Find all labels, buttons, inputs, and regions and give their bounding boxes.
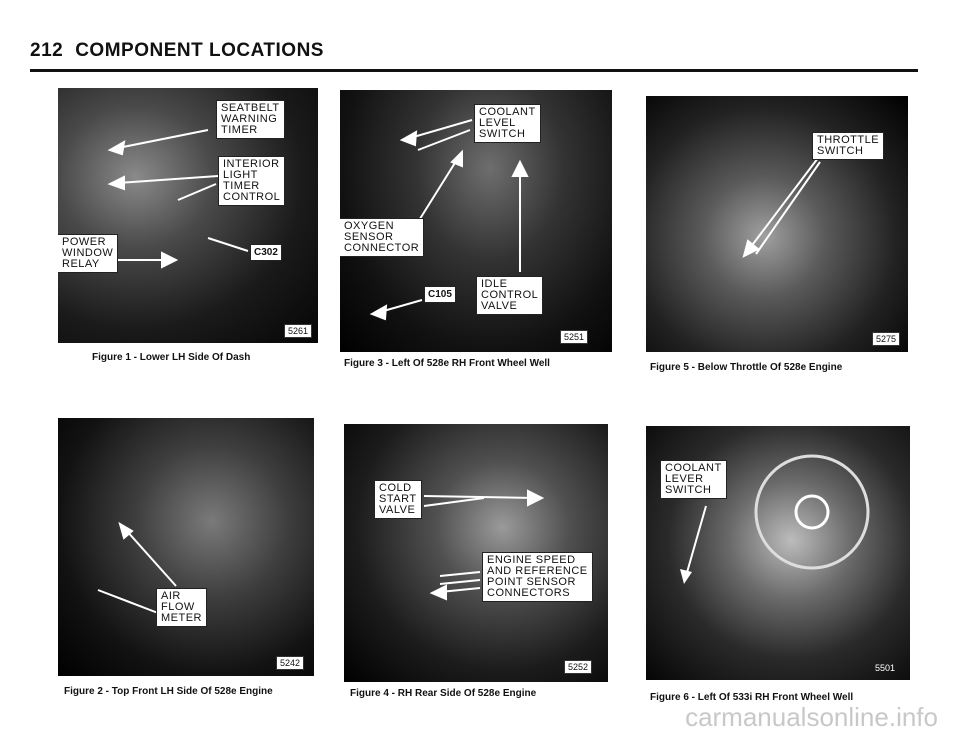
photo-number: 5261 bbox=[284, 324, 313, 338]
page-title: COMPONENT LOCATIONS bbox=[75, 40, 324, 61]
label-coolant-level-switch: COOLANT LEVEL SWITCH bbox=[474, 104, 541, 143]
figure-3-arrows bbox=[369, 119, 529, 321]
figure-1-arrows bbox=[107, 129, 249, 269]
figure-3-photo: COOLANT LEVEL SWITCH OXYGEN SENSOR CONNE… bbox=[340, 90, 612, 352]
figure-2-photo: AIR FLOW METER 5242 bbox=[58, 418, 314, 676]
label-interior-light-timer-control: INTERIOR LIGHT TIMER CONTROL bbox=[218, 156, 286, 206]
connector-c105: C105 bbox=[424, 286, 456, 303]
page-header: 212 COMPONENT LOCATIONS bbox=[30, 40, 324, 62]
photo-number: 5242 bbox=[276, 656, 305, 670]
figure-6-photo: COOLANT LEVER SWITCH 5501 bbox=[646, 426, 910, 680]
label-throttle-switch: THROTTLE SWITCH bbox=[812, 132, 885, 160]
label-seatbelt-warning-timer: SEATBELT WARNING TIMER bbox=[216, 100, 285, 139]
label-oxygen-sensor-connector: OXYGEN SENSOR CONNECTOR bbox=[340, 218, 425, 257]
figure-5-caption: Figure 5 - Below Throttle Of 528e Engine bbox=[650, 362, 843, 373]
figure-1-caption: Figure 1 - Lower LH Side Of Dash bbox=[92, 352, 251, 363]
connector-c302: C302 bbox=[250, 244, 282, 261]
figure-1-photo: SEATBELT WARNING TIMER INTERIOR LIGHT TI… bbox=[58, 88, 318, 343]
figure-5-arrows bbox=[742, 157, 821, 258]
figure-2-arrows bbox=[97, 521, 177, 614]
figure-4-caption: Figure 4 - RH Rear Side Of 528e Engine bbox=[350, 688, 537, 699]
figure-2-caption: Figure 2 - Top Front LH Side Of 528e Eng… bbox=[64, 686, 273, 697]
photo-number: 5275 bbox=[872, 332, 901, 346]
label-idle-control-valve: IDLE CONTROL VALVE bbox=[476, 276, 544, 315]
label-cold-start-valve: COLD START VALVE bbox=[374, 480, 422, 519]
label-coolant-lever-switch: COOLANT LEVER SWITCH bbox=[660, 460, 727, 499]
label-power-window-relay: POWER WINDOW RELAY bbox=[58, 234, 119, 273]
photo-number: 5501 bbox=[875, 663, 896, 673]
photo-number: 5251 bbox=[560, 330, 589, 344]
figure-3-caption: Figure 3 - Left Of 528e RH Front Wheel W… bbox=[344, 358, 550, 369]
watermark: carmanualsonline.info bbox=[685, 702, 938, 732]
label-engine-speed-reference-point-sensor-connectors: ENGINE SPEED AND REFERENCE POINT SENSOR … bbox=[482, 552, 593, 602]
header-rule bbox=[30, 69, 918, 72]
page-number: 212 bbox=[30, 40, 64, 61]
photo-number: 5252 bbox=[564, 660, 593, 674]
figure-6-caption: Figure 6 - Left Of 533i RH Front Wheel W… bbox=[650, 692, 854, 703]
figure-6-arrows bbox=[680, 454, 870, 584]
figure-5-photo: THROTTLE SWITCH 5275 bbox=[646, 96, 908, 352]
label-air-flow-meter: AIR FLOW METER bbox=[156, 588, 207, 627]
figure-4-photo: COLD START VALVE ENGINE SPEED AND REFERE… bbox=[344, 424, 608, 682]
figure-4-arrows bbox=[423, 489, 545, 601]
